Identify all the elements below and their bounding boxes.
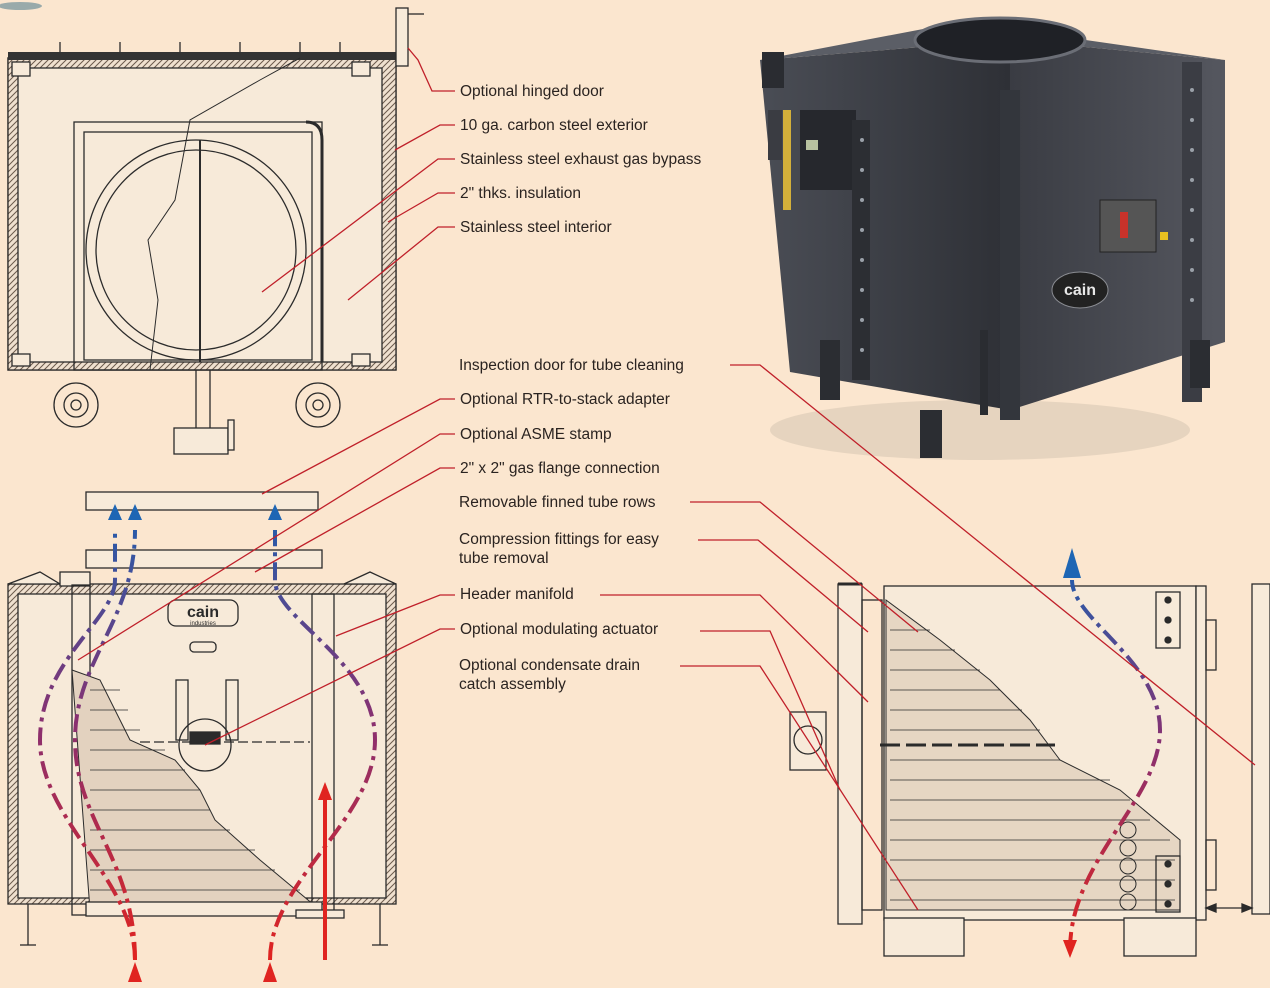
front-view-drawing: cain industries bbox=[7, 491, 397, 946]
unit-photo: cain bbox=[760, 16, 1225, 460]
flow-arrowhead-in-right bbox=[1063, 940, 1077, 958]
callout-modulating-actuator: Optional modulating actuator bbox=[460, 621, 659, 638]
flow-arrowheads-left bbox=[108, 504, 332, 982]
drawing-logo-text: cain bbox=[187, 604, 219, 621]
top-view-drawing bbox=[0, 2, 424, 455]
side-view-drawing bbox=[789, 582, 1270, 957]
exhaust-flow-arrow-right bbox=[1068, 579, 1163, 951]
callout-header-manifold: Header manifold bbox=[460, 586, 574, 603]
callout-finned-tube-rows: Removable finned tube rows bbox=[459, 494, 656, 511]
callout-carbon-steel-exterior: 10 ga. carbon steel exterior bbox=[460, 117, 648, 134]
unit-logo-text: cain bbox=[1064, 282, 1096, 299]
callout-exhaust-gas-bypass: Stainless steel exhaust gas bypass bbox=[460, 151, 702, 168]
callout-gas-flange: 2" x 2" gas flange connection bbox=[460, 460, 660, 477]
callout-insulation: 2" thks. insulation bbox=[460, 185, 581, 202]
flow-arrowhead-up-right bbox=[1063, 548, 1081, 578]
exhaust-flow-arrows-left bbox=[37, 529, 378, 961]
callout-rtr-stack-adapter: Optional RTR-to-stack adapter bbox=[460, 391, 670, 408]
leader-lines bbox=[77, 47, 1256, 911]
callout-inspection-door: Inspection door for tube cleaning bbox=[459, 357, 684, 374]
callout-hinged-door: Optional hinged door bbox=[460, 83, 604, 100]
callout-asme-stamp: Optional ASME stamp bbox=[460, 426, 612, 443]
callout-condensate-drain: Optional condensate drain catch assembly bbox=[459, 657, 640, 693]
callout-stainless-interior: Stainless steel interior bbox=[460, 219, 612, 236]
callout-compression-fittings: Compression fittings for easy tube remov… bbox=[459, 531, 659, 567]
drawing-logo-sub: industries bbox=[190, 621, 216, 627]
